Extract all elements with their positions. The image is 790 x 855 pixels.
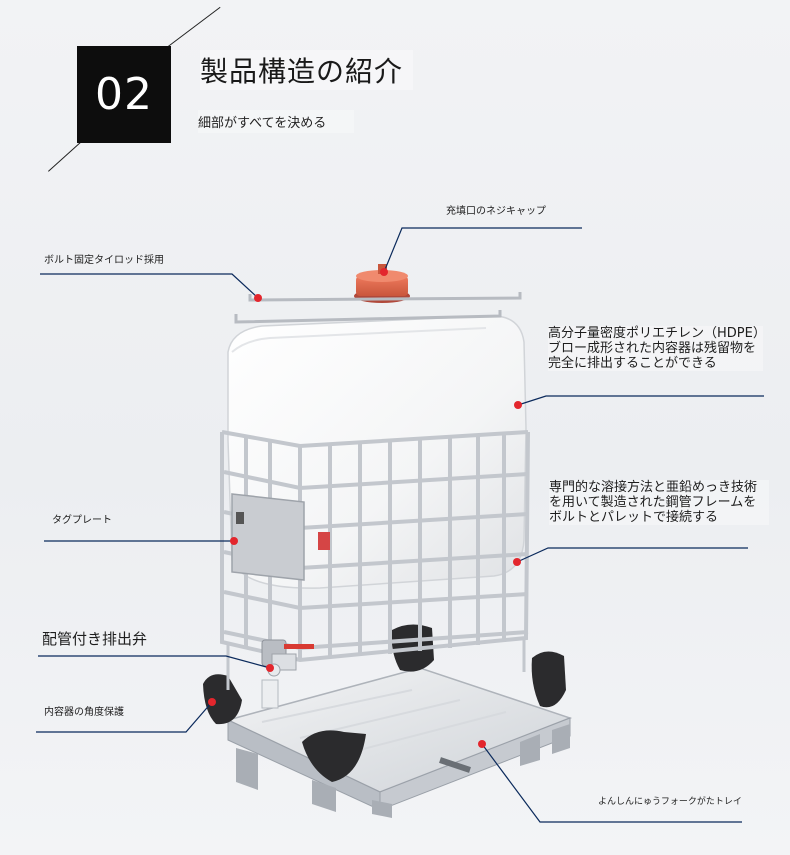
callout-hdpe-container: 高分子量密度ポリエチレン（HDPE）ブロー成形された内容器は残留物を完全に排出す… (548, 326, 763, 371)
marker-corner-protector (208, 698, 216, 706)
callout-forklift-tray: よんしんにゅうフォークがたトレイ (598, 797, 742, 807)
callout-tie-rod: ボルト固定タイロッド採用 (44, 255, 164, 266)
discharge-valve-illustration (261, 639, 314, 709)
leader-lines (36, 227, 764, 823)
callout-steel-frame: 専門的な溶接方法と亜鉛めっき技術を用いて製造された鋼管フレームをボルトとパレット… (549, 480, 769, 525)
marker-tag-plate (230, 537, 238, 545)
callout-filler-cap: 充填口のネジキャップ (446, 206, 546, 217)
marker-discharge-valve (266, 664, 274, 672)
page-title: 製品構造の紹介 (200, 50, 414, 90)
callout-tag-plate: タグプレート (52, 515, 112, 526)
marker-filler-cap (380, 268, 388, 276)
callout-discharge-valve: 配管付き排出弁 (42, 630, 148, 648)
corner-protectors (203, 624, 566, 782)
page-subtitle: 細部がすべてを決める (198, 110, 355, 133)
callout-markers (208, 268, 522, 748)
pallet (225, 667, 573, 818)
callout-corner-protector: 内容器の角度保護 (44, 707, 124, 718)
section-number: 02 (77, 46, 171, 143)
marker-steel-frame (513, 558, 521, 566)
tag-plate-illustration (231, 493, 330, 581)
tie-rods (234, 292, 522, 324)
marker-forklift-tray (478, 740, 486, 748)
marker-tie-rod (254, 294, 262, 302)
filler-cap (354, 264, 410, 303)
marker-hdpe-container (514, 401, 522, 409)
